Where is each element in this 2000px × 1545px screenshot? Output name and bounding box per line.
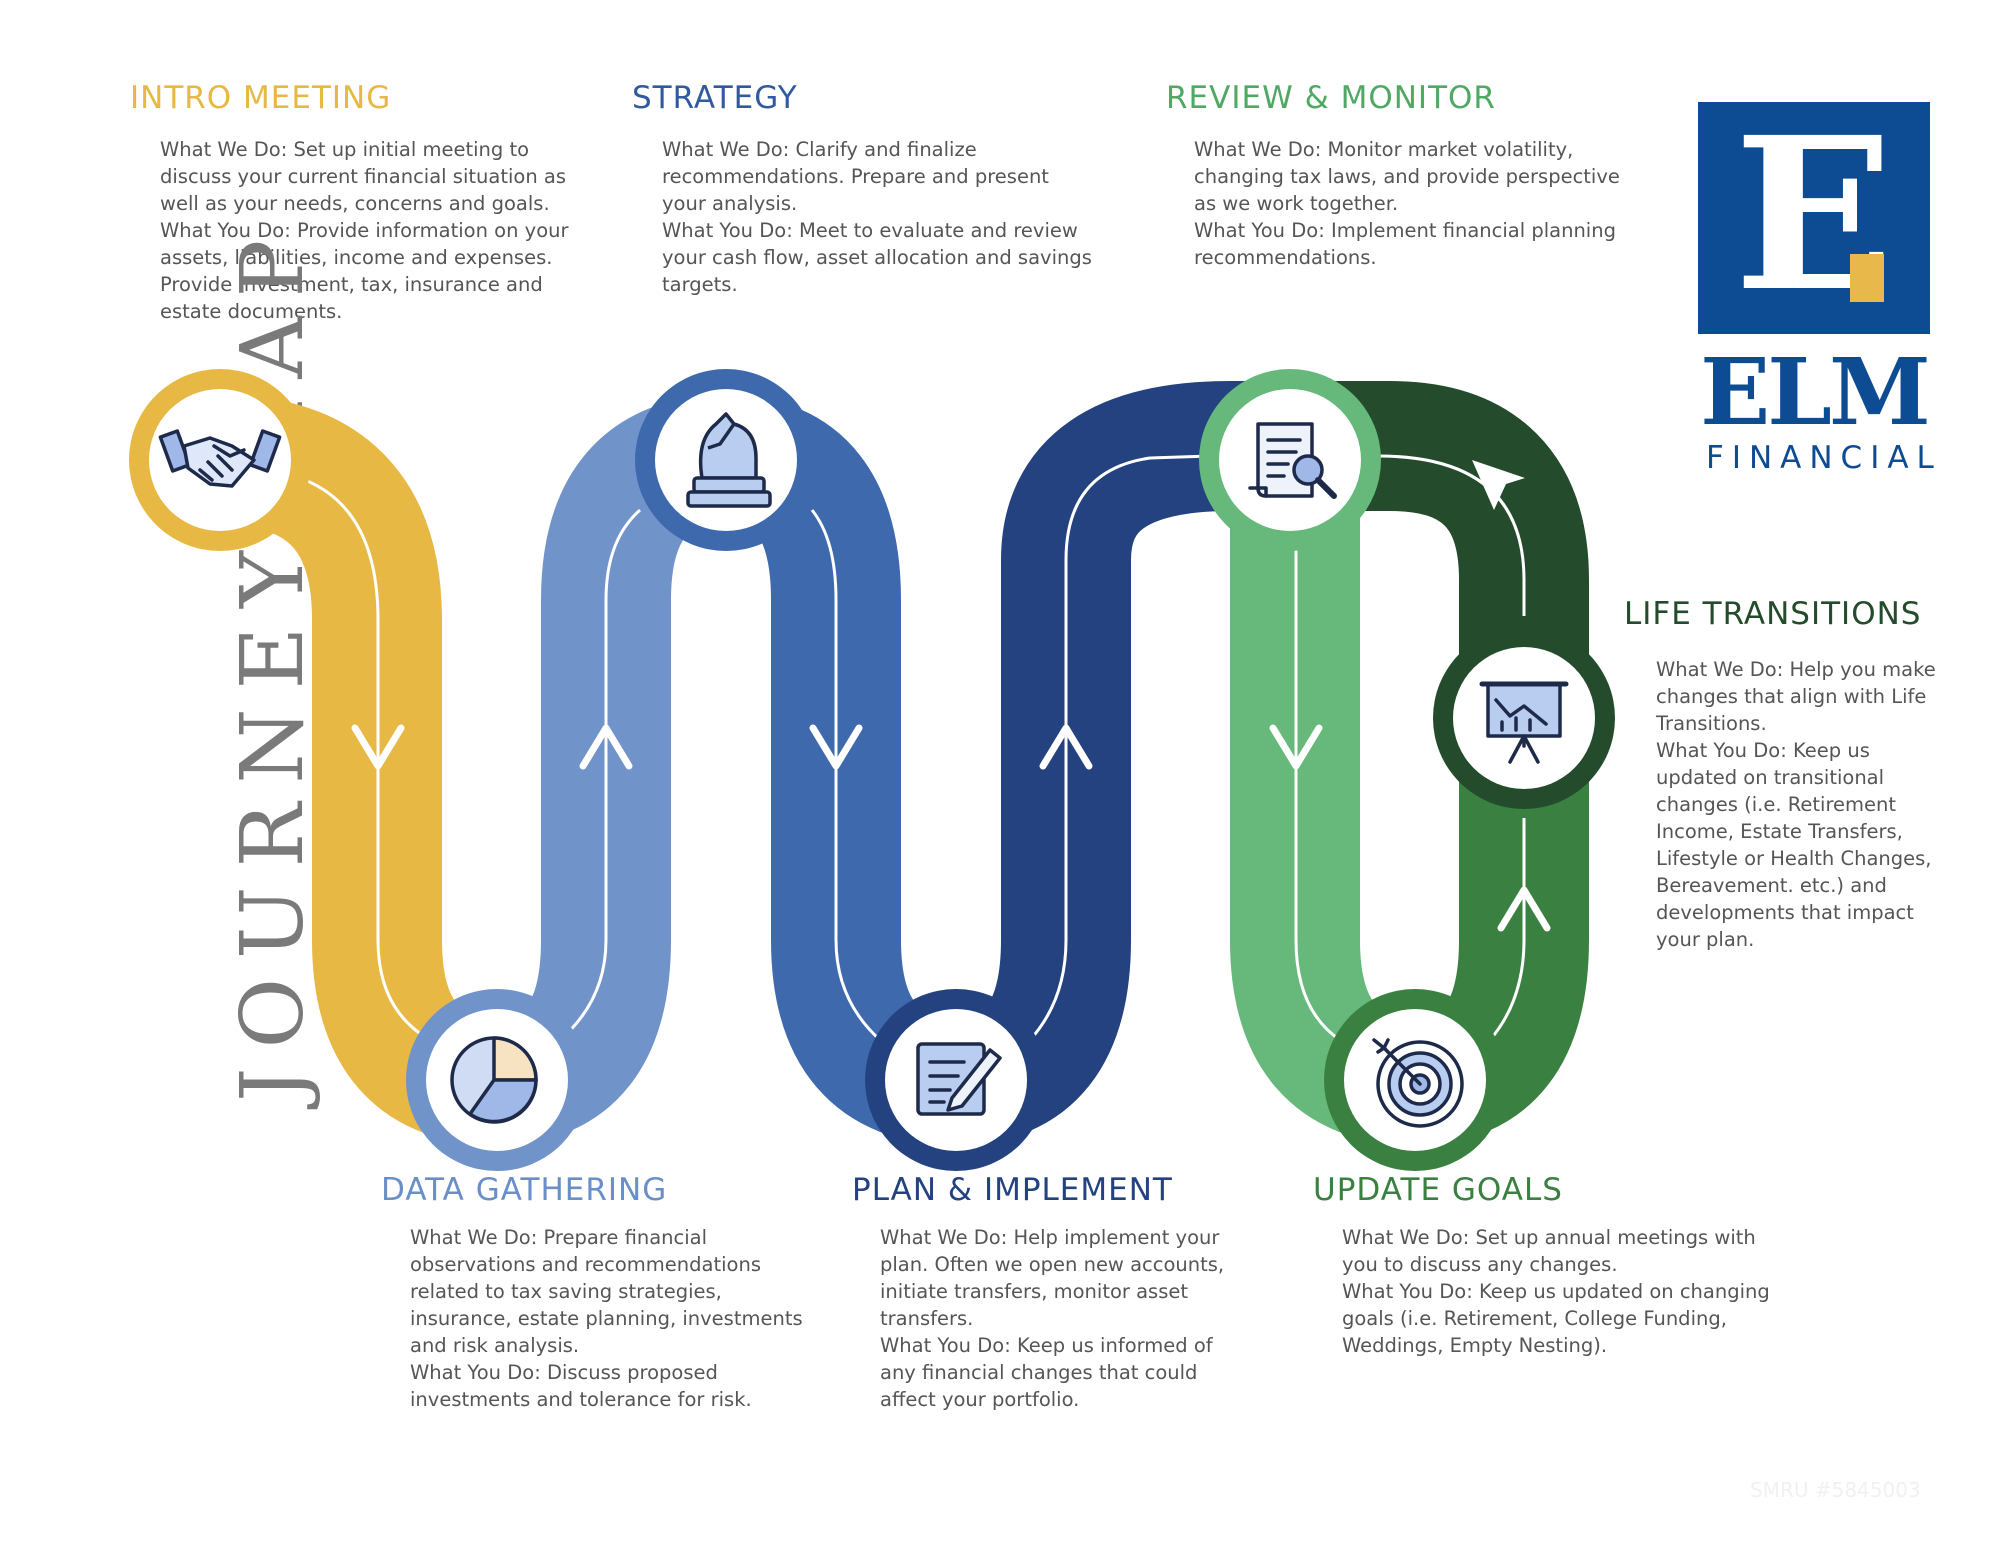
update-goals-description: What We Do: Set up annual meetings with y… xyxy=(1342,1224,1782,1359)
description-line: Weddings, Empty Nesting). xyxy=(1342,1334,1608,1357)
description-line: Bereavement. etc.) and xyxy=(1656,874,1887,897)
description-line: updated on transitional xyxy=(1656,766,1885,789)
description-line: What We Do: Monitor market volatility, xyxy=(1194,138,1574,161)
data-gathering-description: What We Do: Prepare financial observation… xyxy=(410,1224,830,1413)
description-line: What We Do: Set up initial meeting to xyxy=(160,138,530,161)
description-line: you to discuss any changes. xyxy=(1342,1253,1618,1276)
presentation-chart-icon xyxy=(1479,681,1569,764)
life-transitions-heading: LIFE TRANSITIONS xyxy=(1624,596,1922,632)
notepad-pen-icon xyxy=(916,1042,1002,1116)
watermark: SMRU #5845003 xyxy=(1750,1478,1921,1502)
arrow-pointer-life-icon xyxy=(1472,460,1525,510)
pie-chart-icon xyxy=(450,1036,538,1124)
node-life-transitions xyxy=(1433,627,1615,809)
description-line: any financial changes that could xyxy=(880,1361,1198,1384)
description-line: What We Do: Set up annual meetings with xyxy=(1342,1226,1756,1249)
description-line: discuss your current financial situation… xyxy=(160,165,566,188)
handshake-icon xyxy=(158,429,282,488)
review-monitor-description: What We Do: Monitor market volatility, ch… xyxy=(1194,136,1634,271)
description-line: Provide investment, tax, insurance and xyxy=(160,273,543,296)
arrow-down-intro-icon xyxy=(351,724,405,770)
description-line: estate documents. xyxy=(160,300,343,323)
data-gathering-heading: DATA GATHERING xyxy=(381,1172,668,1208)
arrow-down-review-icon xyxy=(1269,724,1323,770)
update-goals-heading: UPDATE GOALS xyxy=(1313,1172,1563,1208)
plan-implement-heading: PLAN & IMPLEMENT xyxy=(852,1172,1173,1208)
strategy-heading: STRATEGY xyxy=(632,80,798,116)
node-strategy xyxy=(635,369,817,551)
arrow-up-update-icon xyxy=(1497,886,1551,932)
logo-subtitle: FINANCIAL xyxy=(1706,440,1942,476)
description-line: What You Do: Keep us updated on changing xyxy=(1342,1280,1770,1303)
description-line: and risk analysis. xyxy=(410,1334,580,1357)
description-line: developments that impact xyxy=(1656,901,1914,924)
description-line: changing tax laws, and provide perspecti… xyxy=(1194,165,1620,188)
node-plan-implement xyxy=(865,989,1047,1171)
document-search-icon xyxy=(1248,422,1337,499)
description-line: related to tax saving strategies, xyxy=(410,1280,722,1303)
description-line: changes (i.e. Retirement xyxy=(1656,793,1897,816)
description-line: observations and recommendations xyxy=(410,1253,761,1276)
description-line: What We Do: Prepare financial xyxy=(410,1226,708,1249)
description-line: targets. xyxy=(662,273,738,296)
description-line: initiate transfers, monitor asset xyxy=(880,1280,1189,1303)
arrow-down-strategy-icon xyxy=(809,724,863,770)
center-line-strategy xyxy=(810,509,882,1042)
chess-knight-icon xyxy=(686,412,772,508)
center-line-update xyxy=(1488,818,1526,1041)
description-line: What You Do: Provide information on your xyxy=(160,219,569,242)
description-line: recommendations. Prepare and present xyxy=(662,165,1049,188)
intro-meeting-heading: INTRO MEETING xyxy=(130,80,392,116)
center-line-plan xyxy=(1028,454,1211,1042)
center-line-data-gathering xyxy=(559,508,641,1042)
description-line: recommendations. xyxy=(1194,246,1377,269)
description-line: your cash flow, asset allocation and sav… xyxy=(662,246,1092,269)
review-monitor-heading: REVIEW & MONITOR xyxy=(1166,80,1496,116)
description-line: assets, liabilities, income and expenses… xyxy=(160,246,553,269)
description-line: Transitions. xyxy=(1656,712,1767,735)
description-line: What You Do: Discuss proposed xyxy=(410,1361,718,1384)
center-line-intro xyxy=(304,478,431,1042)
description-line: Income, Estate Transfers, xyxy=(1656,820,1903,843)
plan-implement-description: What We Do: Help implement your plan. Oft… xyxy=(880,1224,1280,1413)
node-data-gathering xyxy=(406,989,588,1171)
description-line: insurance, estate planning, investments xyxy=(410,1307,803,1330)
intro-meeting-description: What We Do: Set up initial meeting to dis… xyxy=(160,136,600,325)
description-line: Lifestyle or Health Changes, xyxy=(1656,847,1932,870)
node-intro-meeting xyxy=(129,369,311,551)
description-line: your plan. xyxy=(1656,928,1755,951)
description-line: investments and tolerance for risk. xyxy=(410,1388,752,1411)
strategy-description: What We Do: Clarify and finalize recommen… xyxy=(662,136,1102,298)
node-review-monitor xyxy=(1199,369,1381,551)
description-line: What You Do: Keep us xyxy=(1656,739,1870,762)
description-line: plan. Often we open new accounts, xyxy=(880,1253,1225,1276)
road-segment-intro xyxy=(218,395,500,1145)
logo-gold-accent xyxy=(1850,254,1884,302)
description-line: changes that align with Life xyxy=(1656,685,1927,708)
description-line: What We Do: Help you make xyxy=(1656,658,1936,681)
description-line: What You Do: Keep us informed of xyxy=(880,1334,1213,1357)
description-line: What You Do: Implement financial plannin… xyxy=(1194,219,1616,242)
arrow-up-data-gathering-icon xyxy=(579,724,633,770)
logo-wordmark: ELM xyxy=(1700,338,1931,446)
description-line: What You Do: Meet to evaluate and review xyxy=(662,219,1078,242)
description-line: your analysis. xyxy=(662,192,798,215)
description-line: transfers. xyxy=(880,1307,974,1330)
description-line: goals (i.e. Retirement, College Funding, xyxy=(1342,1307,1727,1330)
arrow-up-plan-icon xyxy=(1039,724,1093,770)
node-update-goals xyxy=(1324,989,1506,1171)
description-line: as we work together. xyxy=(1194,192,1399,215)
description-line: well as your needs, concerns and goals. xyxy=(160,192,550,215)
center-line-review xyxy=(1294,540,1341,1042)
road-segment-strategy xyxy=(723,395,959,1145)
description-line: What We Do: Clarify and finalize xyxy=(662,138,977,161)
logo-emblem: E xyxy=(1698,102,1930,334)
life-transitions-description: What We Do: Help you make changes that al… xyxy=(1656,656,1976,953)
target-icon xyxy=(1372,1038,1464,1128)
description-line: affect your portfolio. xyxy=(880,1388,1080,1411)
elm-financial-logo: E ELM FINANCIAL xyxy=(1698,102,1942,476)
description-line: What We Do: Help implement your xyxy=(880,1226,1220,1249)
